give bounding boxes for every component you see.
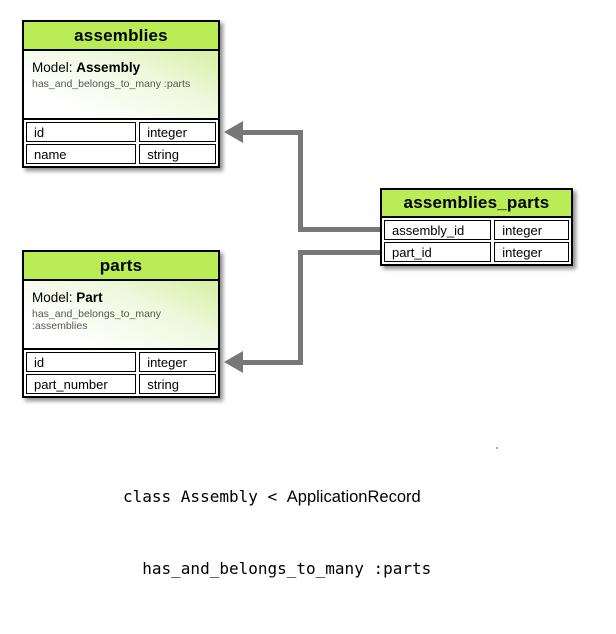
model-label: Model: (32, 290, 73, 305)
code-class-decl: class Assembly < (123, 487, 287, 506)
model-label: Model: (32, 60, 73, 75)
table-row: part_number string (26, 374, 216, 394)
column-name-cell: part_number (26, 374, 137, 394)
connector-assembly-horizontal (298, 227, 380, 232)
stray-dot (496, 447, 498, 449)
column-name-cell: name (26, 144, 137, 164)
column-type-cell: integer (494, 220, 569, 240)
table-assemblies-parts-title: assemblies_parts (382, 190, 571, 218)
model-line: Model: Part (32, 290, 210, 305)
column-name-cell: id (26, 352, 137, 372)
association-line: has_and_belongs_to_many :assemblies (32, 308, 162, 332)
table-assemblies-title: assemblies (24, 22, 218, 51)
table-row: part_id integer (384, 242, 569, 262)
connector-part-arrow-segment (243, 360, 303, 365)
model-name: Part (76, 290, 103, 305)
connector-part-vertical (298, 250, 303, 365)
code-line-class-assembly: class Assembly < ApplicationRecord (123, 485, 479, 509)
table-assemblies: assemblies Model: Assembly has_and_belon… (22, 20, 220, 168)
column-type-cell: string (139, 374, 216, 394)
code-line-end: end (123, 629, 479, 634)
connector-assembly-arrow-segment (243, 130, 303, 135)
table-assemblies-parts-columns: assembly_id integer part_id integer (382, 218, 571, 264)
column-type-cell: integer (139, 352, 216, 372)
table-assemblies-columns: id integer name string (24, 120, 218, 166)
table-parts: parts Model: Part has_and_belongs_to_man… (22, 250, 220, 398)
model-name: Assembly (76, 60, 141, 75)
column-type-cell: string (139, 144, 216, 164)
table-parts-title: parts (24, 252, 218, 281)
model-code-sample: class Assembly < ApplicationRecord has_a… (123, 437, 479, 634)
connector-assembly-vertical (298, 130, 303, 232)
table-row: assembly_id integer (384, 220, 569, 240)
table-assemblies-model-box: Model: Assembly has_and_belongs_to_many … (24, 51, 218, 120)
arrowhead-left-icon (224, 351, 243, 373)
table-row: id integer (26, 352, 216, 372)
table-row: id integer (26, 122, 216, 142)
table-parts-columns: id integer part_number string (24, 350, 218, 396)
association-line: has_and_belongs_to_many :parts (32, 78, 191, 90)
connector-part-horizontal (298, 250, 380, 255)
table-parts-model-box: Model: Part has_and_belongs_to_many :ass… (24, 281, 218, 350)
column-name-cell: assembly_id (384, 220, 492, 240)
column-name-cell: part_id (384, 242, 492, 262)
column-name-cell: id (26, 122, 137, 142)
model-line: Model: Assembly (32, 60, 210, 75)
code-line-habtm-parts: has_and_belongs_to_many :parts (123, 559, 432, 578)
table-assemblies-parts: assemblies_parts assembly_id integer par… (380, 188, 573, 266)
column-type-cell: integer (139, 122, 216, 142)
code-superclass: ApplicationRecord (286, 488, 421, 506)
table-row: name string (26, 144, 216, 164)
arrowhead-left-icon (224, 121, 243, 143)
column-type-cell: integer (494, 242, 569, 262)
